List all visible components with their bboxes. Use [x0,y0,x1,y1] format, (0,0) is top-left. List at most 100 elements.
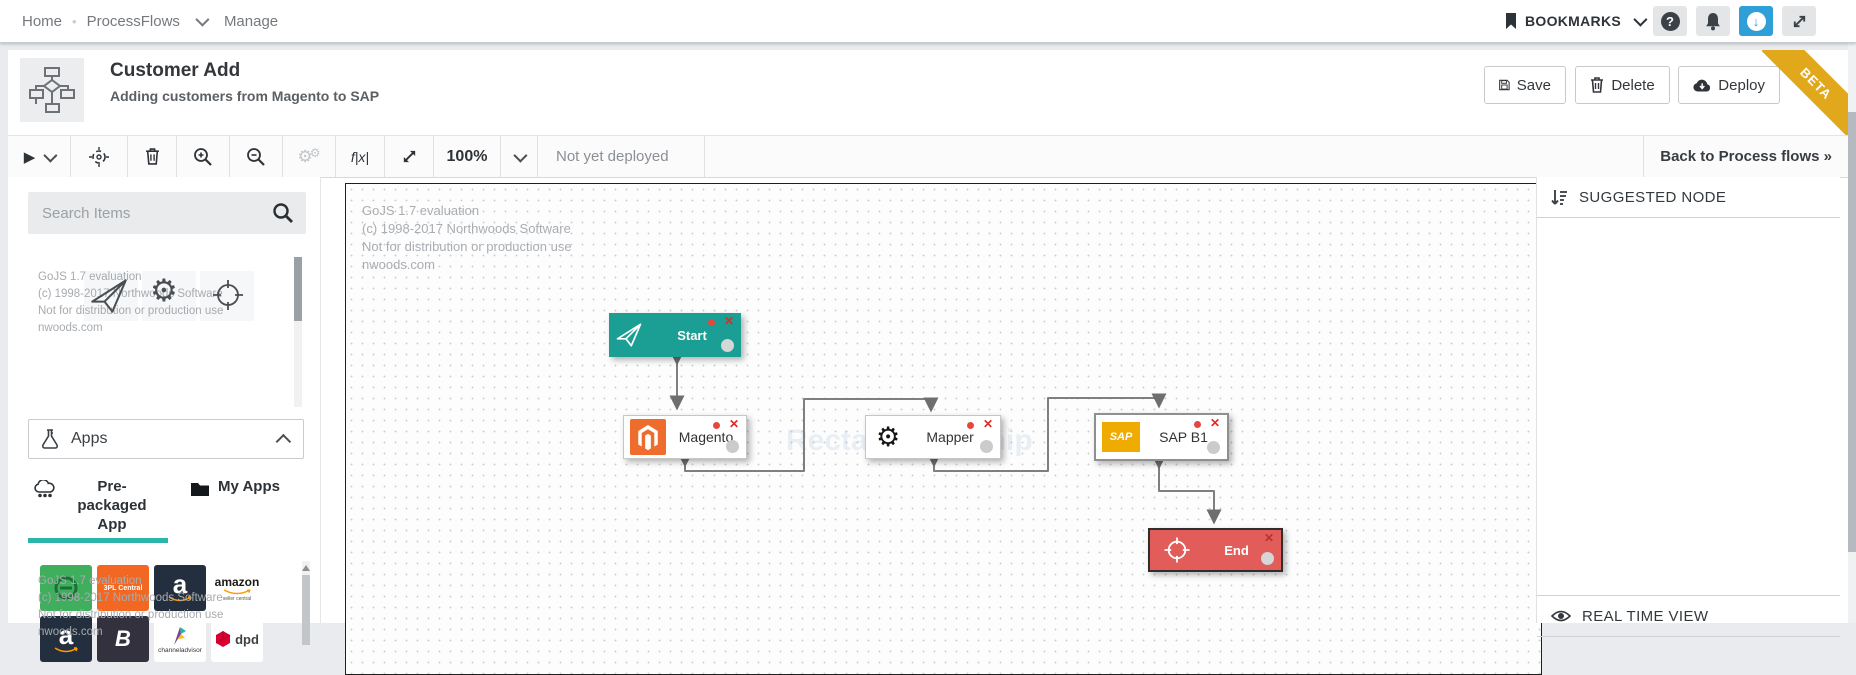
cloud-download-icon [1693,79,1711,91]
mapper-stencil-gear-icon[interactable]: ⚙ [150,273,178,308]
remove-node-icon[interactable]: ✕ [728,417,739,431]
gears-icon: ⚙ [297,146,313,166]
end-stencil-crosshair-icon[interactable] [210,277,246,313]
node-start[interactable]: Start ✕ [609,313,741,357]
remove-node-icon[interactable]: ✕ [1209,416,1220,430]
apps-scrollbar[interactable] [302,561,310,645]
chevron-down-icon [1633,12,1648,27]
notifications-button[interactable] [1696,6,1730,36]
function-button[interactable]: f|x| [336,136,385,177]
help-button[interactable]: ? [1653,6,1687,36]
remove-node-icon[interactable]: ✕ [1263,531,1274,545]
nav-processflows[interactable]: ProcessFlows [86,12,180,30]
zoom-in-icon [194,147,212,166]
top-navbar: Home • ProcessFlows Manage BOOKMARKS ? ↓ [0,0,1856,43]
app-tile-amazon[interactable]: a [154,565,206,611]
error-dot [713,422,720,429]
delete-node-button[interactable] [128,136,177,177]
bookmarks-menu[interactable]: BOOKMARKS [1504,12,1648,30]
scroll-up-arrow[interactable] [302,565,310,571]
save-button[interactable]: Save [1484,66,1566,104]
floppy-icon [1499,79,1510,91]
delete-label: Delete [1611,76,1655,94]
apps-accordion-label: Apps [71,430,108,447]
apps-accordion[interactable]: Apps [28,419,304,459]
suggested-node-header: SUGGESTED NODE [1537,177,1840,218]
zoom-out-icon [247,147,265,166]
back-to-process-flows-link[interactable]: Back to Process flows » [1643,136,1848,177]
app-tile-amazon-seller-central[interactable]: amazon seller central [211,565,263,611]
zoom-level-dropdown[interactable] [501,136,538,177]
zoom-out-button[interactable] [230,136,283,177]
real-time-view-header: REAL TIME VIEW [1537,595,1840,637]
chevron-down-icon [43,148,58,163]
search-input[interactable] [28,192,286,234]
palette-scrollbar[interactable] [294,257,302,407]
tile-label: amazon [214,574,260,589]
node-mapper[interactable]: ⚙ Mapper ✕ [865,415,1001,459]
zoom-level[interactable]: 100% [434,136,501,177]
palette-scrollbar-thumb[interactable] [294,257,302,321]
start-stencil-paper-plane-icon[interactable] [88,277,130,315]
node-label: SAP B1 [1159,429,1208,445]
palette-slot [200,271,254,321]
suggested-node-title: SUGGESTED NODE [1579,188,1727,206]
output-port[interactable] [721,339,734,352]
flow-icon-box [20,58,84,122]
main-card: Customer Add Adding customers from Magen… [8,50,1848,675]
search-icon[interactable] [272,202,294,224]
canvas-toolbar: ▶ [8,135,1848,178]
deploy-status: Not yet deployed [538,136,705,177]
gojs-watermark: GoJS 1.7 evaluation (c) 1998-2017 Northw… [38,575,224,638]
apps-scrollbar-thumb[interactable] [302,575,310,645]
tab-prepackaged-app[interactable]: Pre-packaged App [28,473,166,534]
flow-canvas[interactable]: GoJS 1.7 evaluation (c) 1998-2017 Northw… [345,183,1542,675]
tile-label: channeladvisor [158,646,202,654]
app-tile-3pl-central[interactable]: 3PL Central [97,565,149,611]
zoom-in-button[interactable] [177,136,230,177]
output-port[interactable] [1207,441,1220,454]
page-scrollbar-thumb[interactable] [1848,112,1856,552]
remove-node-icon[interactable]: ✕ [723,314,734,328]
page-scrollbar[interactable] [1848,42,1856,623]
folder-icon [191,483,210,496]
deploy-button[interactable]: Deploy [1678,66,1780,104]
node-label: Magento [678,429,734,445]
circle-down-icon: ↓ [1746,11,1766,31]
node-end[interactable]: End ✕ [1148,528,1283,572]
output-port[interactable] [1261,552,1274,565]
node-magento[interactable]: Magento ✕ [623,415,747,459]
prepackaged-cloud-cart-icon [34,480,55,498]
expand-canvas-button[interactable] [385,136,434,177]
center-target-button[interactable] [71,136,128,177]
tab-prepackaged-label: Pre-packaged App [77,478,147,533]
palette-sidebar: GoJS 1.7 evaluation (c) 1998-2017 Northw… [8,177,321,662]
chevron-down-icon [513,148,528,163]
node-palette: GoJS 1.7 evaluation (c) 1998-2017 Northw… [8,249,308,417]
tab-my-apps[interactable]: My Apps [166,473,304,534]
output-port[interactable] [726,440,739,453]
gojs-watermark: GoJS 1.7 evaluation (c) 1998-2017 Northw… [38,271,224,334]
palette-slot [142,271,196,321]
sap-icon: SAP [1102,422,1140,452]
breadcrumb-dot: • [72,13,77,29]
chevron-down-icon[interactable] [195,12,210,27]
download-button[interactable]: ↓ [1739,6,1773,36]
output-port[interactable] [980,440,993,453]
amazon-smile-icon [223,588,251,594]
node-label: Start [677,327,707,343]
deploy-label: Deploy [1718,76,1765,94]
nav-manage[interactable]: Manage [223,12,279,30]
app-tile-green[interactable] [40,565,92,611]
node-sap-b1[interactable]: SAP SAP B1 ✕ [1094,413,1229,461]
green-app-icon [54,576,78,600]
settings-button[interactable]: ⚙ ⚙ [283,136,336,177]
right-panel: SUGGESTED NODE REAL TIME VIEW Start [1536,177,1840,637]
nav-home[interactable]: Home [22,12,63,30]
node-label: Mapper [926,429,974,445]
fx-label: f|x| [350,148,370,165]
delete-button[interactable]: Delete [1575,66,1670,104]
remove-node-icon[interactable]: ✕ [982,417,993,431]
run-button[interactable]: ▶ [8,136,71,177]
fullscreen-button[interactable] [1782,6,1816,36]
